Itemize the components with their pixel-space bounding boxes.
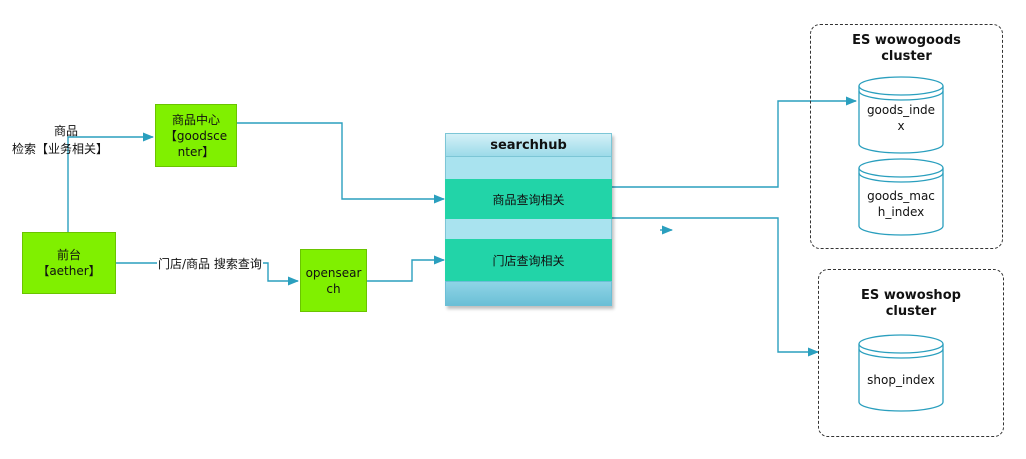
wowoshop-cluster[interactable]: ES wowoshop cluster shop_index — [818, 269, 1004, 437]
database-icon — [858, 158, 944, 236]
searchhub-to-shop-cluster-arrow — [612, 217, 820, 357]
opensearch-line2: ch — [326, 281, 341, 296]
store-search-label: 门店/商品 搜索查询 — [157, 256, 263, 272]
goodscenter-line2: 【goodsce — [164, 128, 228, 143]
aether-line1: 前台 — [56, 248, 81, 262]
goods-mach-index-cylinder[interactable]: goods_mac h_index — [858, 158, 944, 236]
database-icon — [858, 76, 944, 154]
searchhub-spacer-2 — [445, 219, 612, 239]
searchhub-row-store-label: 门店查询相关 — [492, 253, 565, 268]
goods-mach-index-label: goods_mac h_index — [867, 189, 935, 219]
opensearch-node[interactable]: opensear ch — [300, 249, 367, 312]
searchhub-to-goods-cluster-arrow — [612, 96, 858, 188]
goods-search-label-line2: 检索【业务相关】 — [12, 142, 109, 156]
searchhub-row-goods[interactable]: 商品查询相关 — [445, 179, 612, 219]
goodscenter-node[interactable]: 商品中心 【goodsce nter】 — [155, 104, 237, 167]
goodscenter-to-searchhub-arrow — [237, 122, 446, 204]
aether-node[interactable]: 前台 【aether】 — [22, 232, 116, 294]
wowogoods-cluster-title: ES wowogoods cluster — [852, 33, 961, 64]
searchhub-bottom-band — [445, 281, 612, 306]
goodscenter-line3: nter】 — [177, 144, 215, 159]
shop-index-label: shop_index — [867, 373, 935, 387]
searchhub-box[interactable]: searchhub 商品查询相关 门店查询相关 — [445, 133, 612, 306]
opensearch-to-searchhub-arrow — [367, 255, 446, 282]
aether-line2: 【aether】 — [37, 264, 101, 278]
wowoshop-cluster-title: ES wowoshop cluster — [861, 288, 961, 319]
wowogoods-cluster[interactable]: ES wowogoods cluster goods_inde x goods_… — [810, 24, 1003, 249]
goods-index-cylinder[interactable]: goods_inde x — [858, 76, 944, 154]
shop-index-cylinder[interactable]: shop_index — [858, 334, 944, 412]
goods-index-label: goods_inde x — [866, 103, 936, 133]
searchhub-row-store[interactable]: 门店查询相关 — [445, 239, 612, 281]
database-icon — [858, 334, 944, 412]
searchhub-spacer-1 — [445, 157, 612, 179]
searchhub-title: searchhub — [490, 137, 567, 153]
goodscenter-line1: 商品中心 — [171, 112, 220, 127]
opensearch-line1: opensear — [305, 265, 362, 280]
goods-search-label-line1: 商品 — [54, 124, 79, 138]
searchhub-row-goods-label: 商品查询相关 — [492, 192, 565, 207]
searchhub-title-band: searchhub — [445, 133, 612, 157]
aether-to-goodscenter-arrow — [67, 132, 155, 232]
